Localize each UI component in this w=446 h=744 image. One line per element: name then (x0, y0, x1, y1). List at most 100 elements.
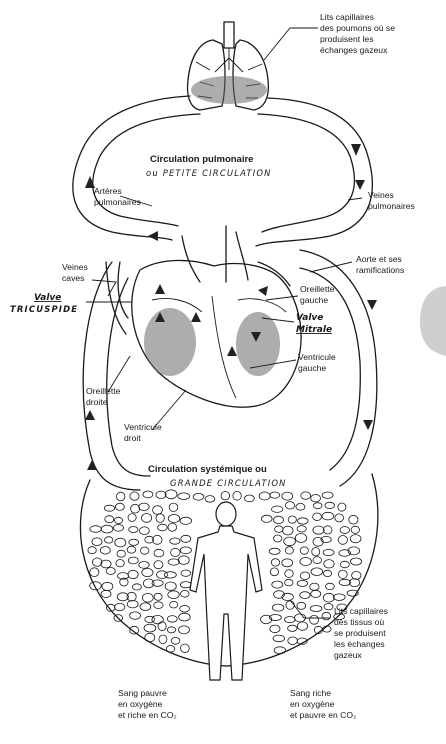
capillary-cell (340, 527, 349, 534)
capillary-cell (104, 505, 114, 511)
capillary-cell (297, 580, 307, 586)
capillary-cell (297, 602, 306, 609)
capillary-cell (324, 604, 333, 610)
capillary-cell (301, 492, 311, 499)
capillary-cell (116, 560, 124, 567)
capillary-cell (275, 526, 283, 533)
capillary-cell (154, 561, 163, 569)
pulmonary-title: Circulation pulmonaire (150, 154, 253, 165)
capillary-cell (282, 559, 293, 567)
capillary-cell (323, 593, 334, 602)
capillary-cell (295, 534, 306, 543)
tricuspid-valve-line-2: TRICUSPIDE (10, 304, 78, 314)
capillary-cell (127, 601, 138, 608)
human-figure (190, 502, 262, 680)
capillary-cell (205, 496, 215, 503)
capillary-cell (130, 612, 141, 619)
capillary-cell (311, 590, 321, 597)
page-glare (420, 286, 446, 356)
capillary-cell (285, 617, 296, 623)
capillary-cell (272, 581, 283, 588)
capillary-cell (273, 635, 285, 642)
capillary-cell (259, 492, 270, 500)
pulmonary-veins-line-1: Veines (368, 190, 394, 200)
capillary-cell (271, 559, 279, 566)
capillary-cell (311, 568, 323, 576)
capillary-cell (283, 526, 293, 535)
deoxygenated-line-3: et riche en CO₂ (118, 710, 177, 720)
capillary-cell (322, 512, 334, 520)
capillary-cell (311, 495, 321, 502)
left-ventricle-line-2: gauche (298, 363, 326, 373)
capillary-cell (269, 548, 280, 554)
capillary-cell (338, 503, 346, 511)
capillary-cell (158, 622, 166, 631)
capillary-cell (323, 526, 332, 534)
capillary-cell (324, 560, 334, 568)
capillary-cell (262, 515, 273, 522)
capillary-cell (142, 514, 152, 523)
capillary-cell (115, 603, 125, 610)
capillary-cell (285, 570, 293, 578)
capillary-cell (159, 635, 167, 644)
capillary-cell (312, 548, 320, 556)
capillary-cell (338, 570, 347, 578)
capillary-cell (105, 537, 113, 543)
capillary-cell (117, 492, 125, 501)
capillary-cell (179, 613, 191, 621)
capillary-cell (117, 550, 125, 557)
capillary-cell (165, 582, 176, 590)
capillary-cell (284, 537, 296, 546)
oxygenated-line-2: en oxygène (290, 699, 335, 709)
capillary-cell (300, 547, 308, 554)
capillary-cell (272, 604, 284, 611)
capillary-cell (178, 493, 190, 500)
capillary-cell (298, 518, 309, 524)
capillary-cell (129, 527, 138, 533)
capillary-cell (140, 527, 150, 535)
capillary-cell (166, 646, 174, 653)
capillary-cell (168, 515, 180, 523)
capillary-cell (140, 603, 151, 611)
capillary-cell (325, 502, 335, 508)
capillary-cell (313, 526, 324, 534)
capillary-cell (156, 514, 164, 523)
capillary-cell (145, 633, 155, 642)
capillary-cell (272, 506, 283, 512)
capillary-cell (106, 568, 115, 575)
lung-capillaries-line-3: produisent les (320, 34, 374, 44)
capillary-cell (167, 616, 177, 623)
capillary-cell (181, 570, 191, 576)
right-atrium-line-1: Oreillette (86, 386, 121, 396)
capillary-cell (164, 572, 176, 578)
capillary-cell (350, 558, 361, 565)
capillary-cell (310, 606, 322, 612)
capillary-cell (170, 601, 178, 608)
capillary-cell (90, 568, 99, 577)
tricuspid-valve-line-1: Valve (34, 293, 61, 303)
capillary-cell (326, 583, 335, 589)
deoxygenated-line-1: Sang pauvre (118, 688, 167, 698)
capillary-cell (92, 538, 102, 546)
capillary-cell (285, 579, 293, 586)
capillary-cell (300, 572, 310, 580)
capillary-cell (101, 590, 111, 597)
capillary-cell (300, 558, 312, 566)
capillary-cell (143, 491, 153, 498)
capillary-cell (323, 549, 334, 555)
lung-capillaries-line-2: des poumons où se (320, 23, 395, 33)
capillary-cell (270, 568, 278, 576)
capillary-cell (139, 562, 149, 569)
capillary-cell (181, 644, 190, 653)
capillary-cell (154, 593, 162, 600)
capillary-cell (130, 492, 139, 500)
capillary-cell (101, 525, 113, 533)
capillary-cell (116, 503, 125, 510)
right-ventricle-line-2: droit (124, 433, 141, 443)
capillary-cell (338, 536, 347, 545)
capillary-cell (154, 549, 164, 557)
flow-arrow-icon (85, 300, 377, 470)
capillary-cell (313, 503, 322, 509)
capillary-cell (351, 526, 359, 533)
